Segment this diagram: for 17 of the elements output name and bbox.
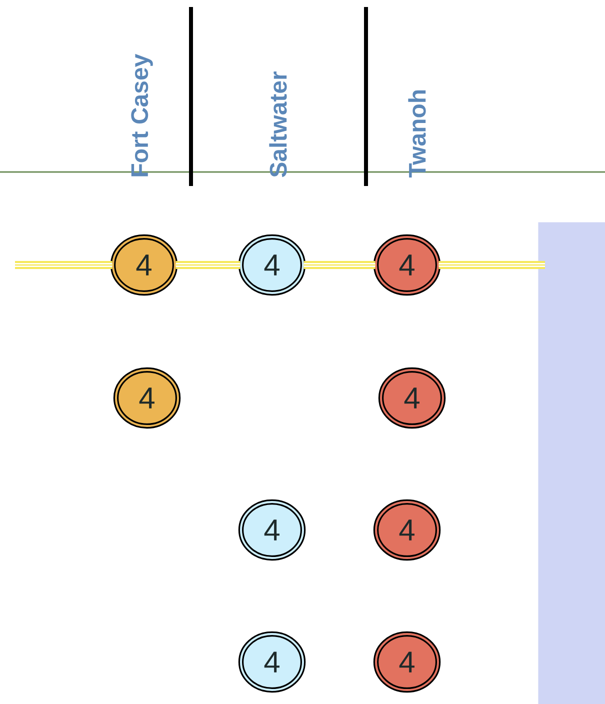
transit-line	[176, 261, 240, 269]
transit-line	[438, 261, 545, 269]
route-number-badge: 4	[373, 499, 441, 561]
route-number-badge: 4	[373, 234, 441, 296]
route-number-badge: 4	[378, 367, 446, 429]
route-number-badge: 4	[113, 367, 181, 429]
column-heading: Saltwater	[269, 71, 287, 178]
transit-line	[15, 261, 112, 269]
route-number-badge: 4	[110, 234, 178, 296]
column-heading: Twanoh	[408, 90, 426, 178]
side-panel	[538, 222, 605, 704]
transit-line	[304, 261, 376, 269]
route-number-badge: 4	[238, 234, 306, 296]
column-heading: Fort Casey	[131, 54, 153, 176]
route-number-badge: 4	[238, 499, 306, 561]
route-number-badge: 4	[373, 631, 441, 693]
route-number-badge: 4	[238, 631, 306, 693]
